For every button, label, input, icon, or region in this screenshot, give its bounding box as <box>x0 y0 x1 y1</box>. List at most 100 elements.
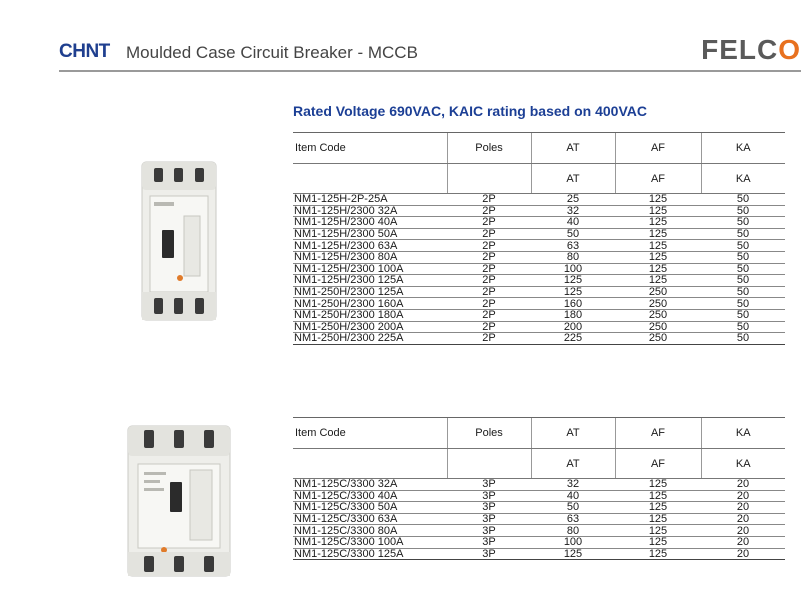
page-title: Moulded Case Circuit Breaker - MCCB <box>126 43 418 62</box>
cell-item-code: NM1-125H/2300 80A <box>293 251 447 264</box>
cell-ka: 20 <box>701 478 785 491</box>
cell-af: 125 <box>615 501 701 514</box>
cell-poles: 3P <box>447 524 531 537</box>
cell-item-code: NM1-125H-2P-25A <box>293 193 447 206</box>
cell-at: 63 <box>531 239 615 252</box>
header-divider <box>59 70 801 72</box>
cell-ka: 50 <box>701 297 785 310</box>
cell-item-code: NM1-125C/3300 32A <box>293 478 447 491</box>
cell-af: 250 <box>615 321 701 334</box>
cell-at: 225 <box>531 332 615 345</box>
cell-item-code: NM1-125C/3300 125A <box>293 548 447 561</box>
cell-poles: 2P <box>447 321 531 334</box>
cell-poles: 2P <box>447 216 531 229</box>
cell-ka: 50 <box>701 332 785 345</box>
cell-ka: 50 <box>701 286 785 299</box>
cell-at: 160 <box>531 297 615 310</box>
cell-poles: 3P <box>447 513 531 526</box>
cell-poles: 2P <box>447 274 531 287</box>
cell-poles: 2P <box>447 251 531 264</box>
cell-ka: 20 <box>701 490 785 503</box>
cell-ka: 50 <box>701 274 785 287</box>
subheader-poles <box>446 163 531 194</box>
cell-item-code: NM1-250H/2300 225A <box>293 332 447 345</box>
cell-ka: 50 <box>701 216 785 229</box>
cell-ka: 20 <box>701 524 785 537</box>
cell-af: 125 <box>615 263 701 276</box>
cell-item-code: NM1-125H/2300 63A <box>293 239 447 252</box>
cell-at: 40 <box>531 490 615 503</box>
cell-af: 125 <box>615 524 701 537</box>
cell-at: 25 <box>531 193 615 206</box>
cell-poles: 2P <box>447 286 531 299</box>
subheader-ka: KA <box>700 163 785 194</box>
subheader-item-code <box>293 448 447 479</box>
cell-at: 100 <box>531 536 615 549</box>
cell-ka: 50 <box>701 263 785 276</box>
cell-at: 50 <box>531 228 615 241</box>
header-af: AF <box>614 417 701 449</box>
cell-item-code: NM1-125C/3300 63A <box>293 513 447 526</box>
cell-at: 125 <box>531 274 615 287</box>
cell-poles: 3P <box>447 478 531 491</box>
cell-item-code: NM1-125H/2300 100A <box>293 263 447 276</box>
cell-af: 125 <box>615 548 701 561</box>
cell-af: 125 <box>615 251 701 264</box>
cell-item-code: NM1-125H/2300 40A <box>293 216 447 229</box>
cell-at: 50 <box>531 501 615 514</box>
cell-at: 180 <box>531 309 615 322</box>
cell-af: 125 <box>615 513 701 526</box>
cell-poles: 2P <box>447 193 531 206</box>
subheader-item-code <box>293 163 447 194</box>
subheader-af: AF <box>614 448 701 479</box>
cell-ka: 50 <box>701 239 785 252</box>
table-subheader-row: AT AF KA <box>293 163 785 194</box>
cell-ka: 50 <box>701 321 785 334</box>
cell-poles: 2P <box>447 332 531 345</box>
cell-ka: 20 <box>701 501 785 514</box>
cell-poles: 2P <box>447 297 531 310</box>
cell-poles: 3P <box>447 536 531 549</box>
cell-poles: 2P <box>447 205 531 218</box>
chint-logo: CHNT <box>59 41 110 62</box>
cell-poles: 2P <box>447 309 531 322</box>
cell-poles: 3P <box>447 548 531 561</box>
cell-item-code: NM1-250H/2300 180A <box>293 309 447 322</box>
cell-af: 250 <box>615 309 701 322</box>
cell-ka: 20 <box>701 513 785 526</box>
cell-item-code: NM1-250H/2300 200A <box>293 321 447 334</box>
header-poles: Poles <box>446 132 531 164</box>
cell-poles: 2P <box>447 228 531 241</box>
cell-af: 250 <box>615 286 701 299</box>
cell-af: 125 <box>615 193 701 206</box>
header-ka: KA <box>700 132 785 164</box>
table-subheader-row: AT AF KA <box>293 448 785 479</box>
cell-at: 40 <box>531 216 615 229</box>
subheader-at: AT <box>530 448 615 479</box>
cell-ka: 50 <box>701 205 785 218</box>
header-item-code: Item Code <box>293 132 447 164</box>
mccb-3p-breaker-icon <box>127 425 231 577</box>
cell-at: 80 <box>531 251 615 264</box>
cell-at: 125 <box>531 286 615 299</box>
cell-ka: 20 <box>701 536 785 549</box>
spec-table-3p: Item Code Poles AT AF KA AT AF KA NM1-12… <box>293 417 785 561</box>
